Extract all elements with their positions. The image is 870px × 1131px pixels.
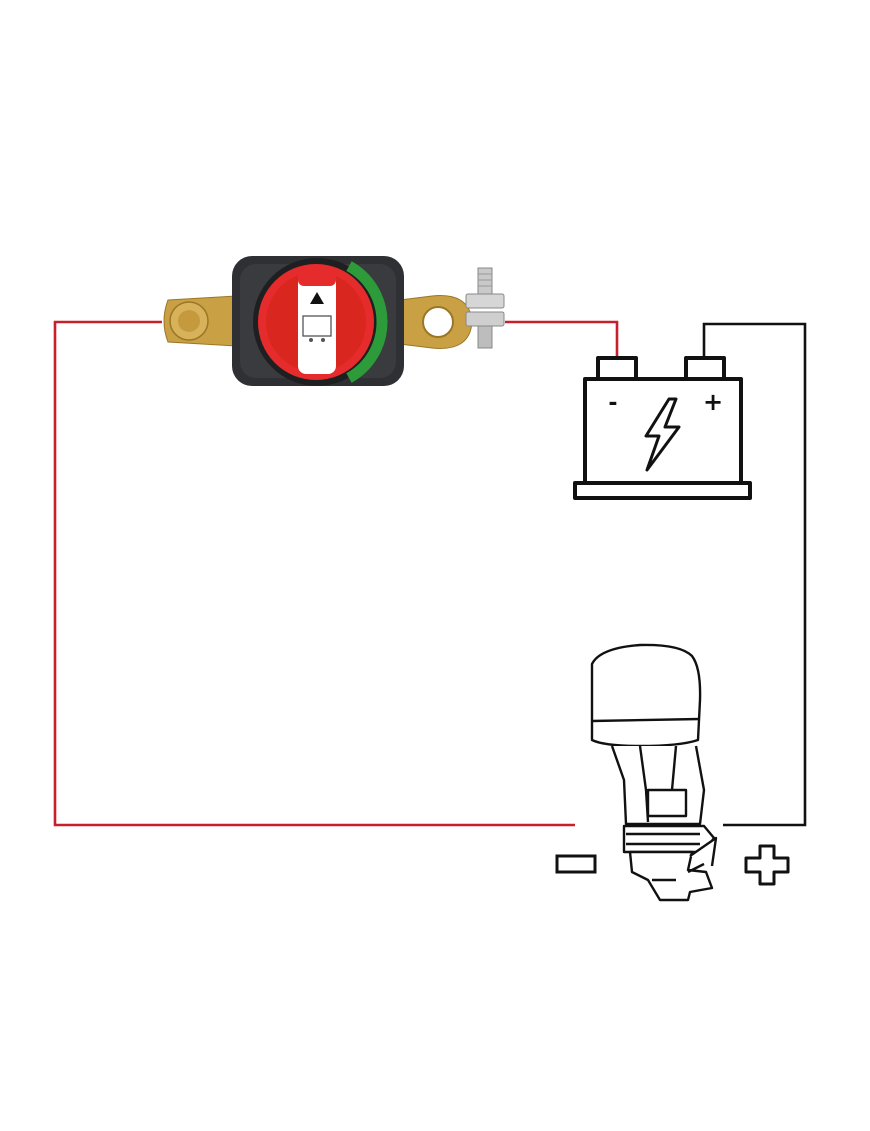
battery-negative-label: - [608, 391, 617, 416]
lightning-bolt-icon [644, 397, 681, 472]
minus-sign-icon [555, 854, 597, 874]
battery-icon [573, 356, 752, 500]
negative-wire [53, 320, 619, 827]
battery-positive-label: + [703, 388, 723, 416]
plus-sign-icon [744, 844, 790, 886]
positive-wire [702, 322, 807, 827]
battery-disconnect-switch-icon [163, 256, 505, 386]
outboard-motor-icon [590, 643, 718, 902]
